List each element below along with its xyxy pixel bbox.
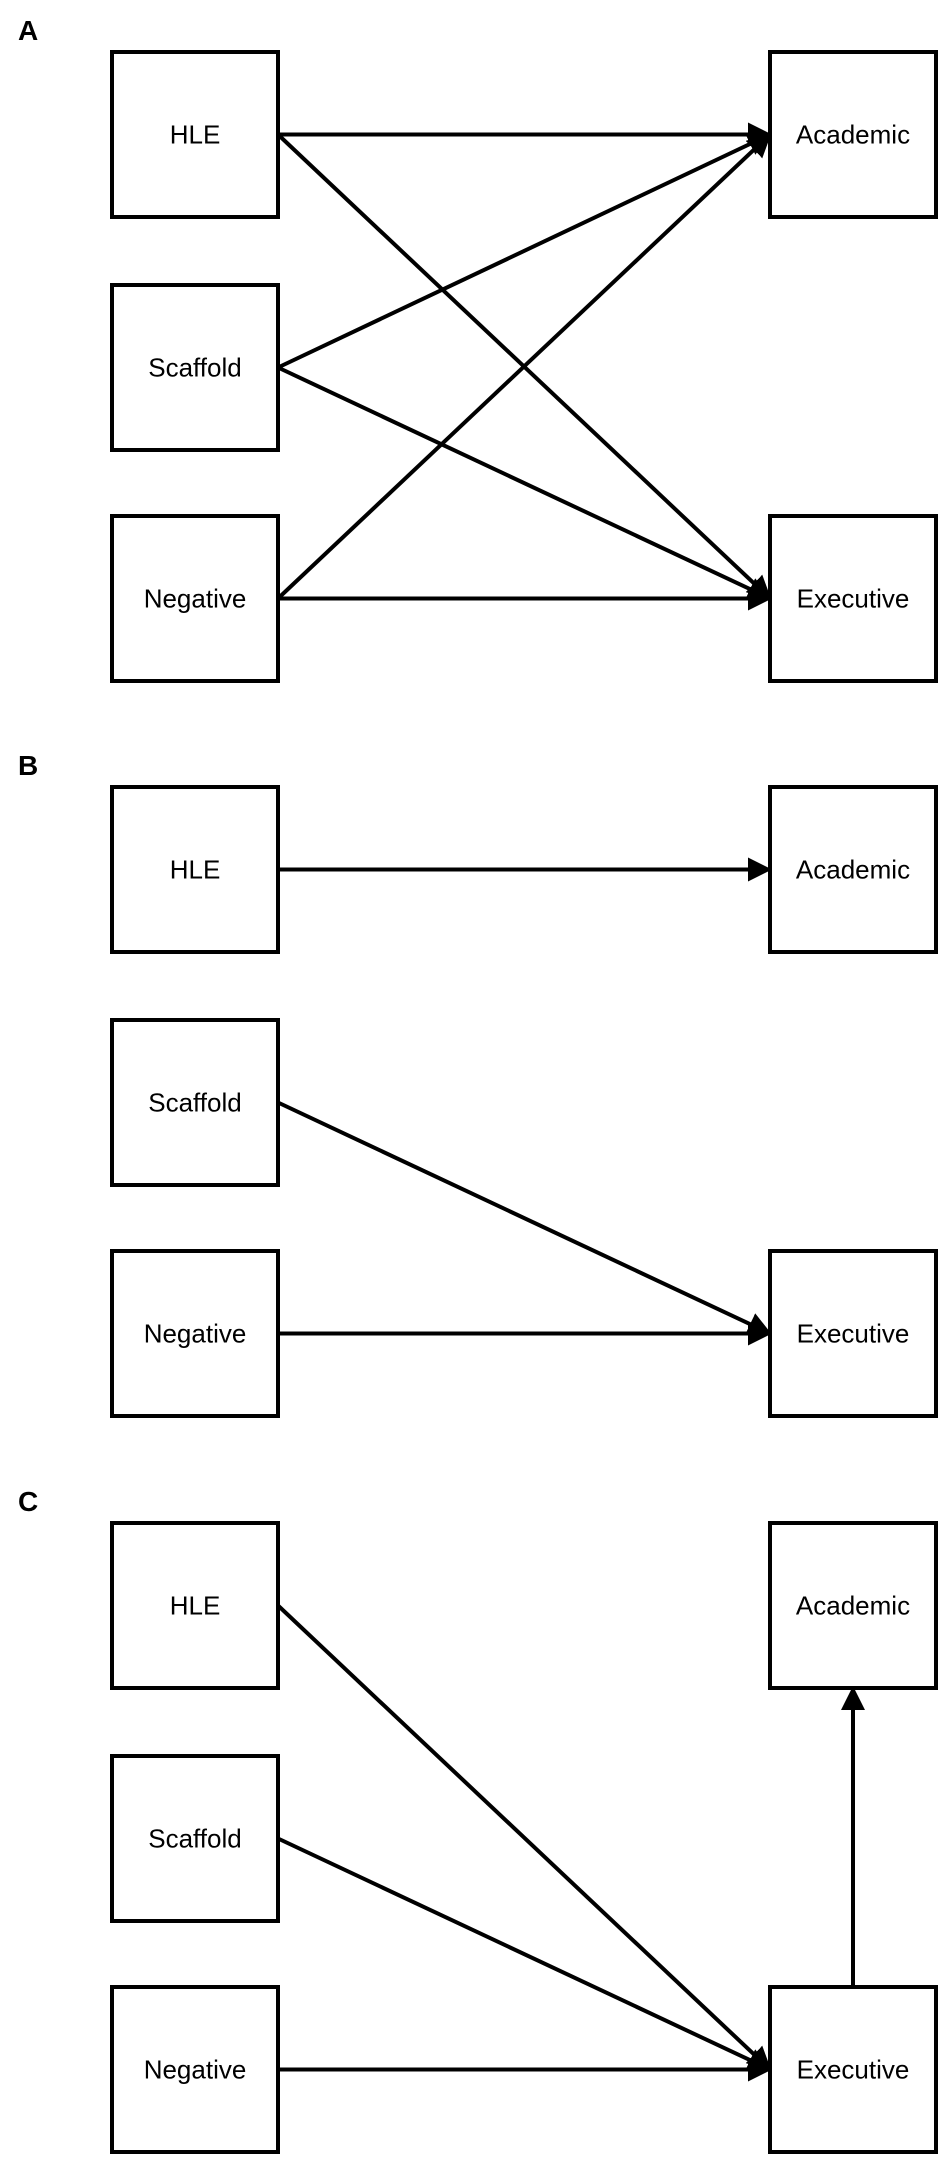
node-label: HLE (170, 120, 221, 150)
panel-label: C (18, 1486, 38, 1517)
node-executive: Executive (768, 1985, 938, 2154)
node-hle: HLE (110, 785, 280, 954)
node-negative: Negative (110, 1985, 280, 2154)
arrow-scaffold-to-executive (277, 1100, 772, 1336)
arrow-negative-to-academic (276, 133, 772, 600)
arrow-scaffold-to-executive (277, 365, 772, 601)
node-academic: Academic (768, 785, 938, 954)
node-label: Academic (796, 1591, 910, 1621)
node-box (110, 1018, 280, 1187)
node-negative: Negative (110, 1249, 280, 1418)
panel-label: B (18, 750, 38, 781)
node-label: Executive (797, 1319, 910, 1349)
node-box (768, 1249, 938, 1418)
node-box (768, 514, 938, 683)
node-label: Scaffold (148, 353, 241, 383)
node-box (768, 785, 938, 954)
node-hle: HLE (110, 50, 280, 219)
node-box (110, 1521, 280, 1690)
node-label: Negative (144, 2055, 247, 2085)
node-executive: Executive (768, 1249, 938, 1418)
node-label: Academic (796, 855, 910, 885)
arrow-scaffold-to-executive (277, 1836, 772, 2072)
node-box (110, 785, 280, 954)
node-label: Academic (796, 120, 910, 150)
node-label: Executive (797, 2055, 910, 2085)
arrow-scaffold-to-academic (277, 132, 772, 370)
node-label: Negative (144, 584, 247, 614)
node-box (768, 1985, 938, 2154)
node-scaffold: Scaffold (110, 1018, 280, 1187)
node-label: Scaffold (148, 1824, 241, 1854)
node-hle: HLE (110, 1521, 280, 1690)
node-box (110, 514, 280, 683)
node-label: Executive (797, 584, 910, 614)
node-box (110, 1249, 280, 1418)
node-box (110, 1754, 280, 1923)
node-negative: Negative (110, 514, 280, 683)
node-executive: Executive (768, 514, 938, 683)
node-label: Negative (144, 1319, 247, 1349)
panel-label: A (18, 15, 38, 46)
node-academic: Academic (768, 50, 938, 219)
node-box (110, 1985, 280, 2154)
node-label: HLE (170, 1591, 221, 1621)
node-academic: Academic (768, 1521, 938, 1690)
node-box (110, 283, 280, 452)
node-label: HLE (170, 855, 221, 885)
node-box (768, 50, 938, 219)
node-scaffold: Scaffold (110, 1754, 280, 1923)
arrow-hle-to-executive (276, 1604, 772, 2071)
node-box (768, 1521, 938, 1690)
node-box (110, 50, 280, 219)
node-label: Scaffold (148, 1088, 241, 1118)
node-scaffold: Scaffold (110, 283, 280, 452)
